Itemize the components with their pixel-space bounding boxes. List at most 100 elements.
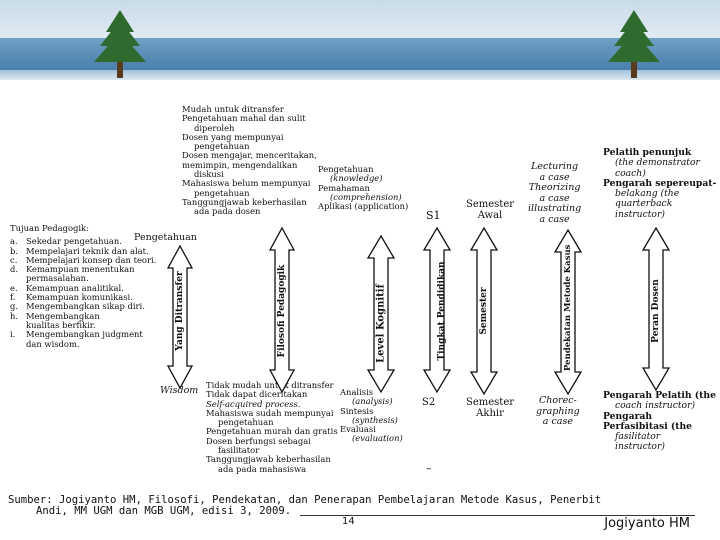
tujuan-item-text: Mempelajari teknik dan alat. (26, 245, 149, 256)
top-center-item: Mudah untuk ditransfer (182, 104, 284, 114)
top-center-item: diskusi (194, 169, 224, 180)
bloom-bottom-list: Analisis(analysis)Sintesis(synthesis)Eva… (340, 387, 403, 444)
semester-bottom-line: Semester (466, 397, 515, 408)
bloom-bottom-item: (analysis) (352, 396, 393, 407)
tujuan-pedagogik: Tujuan Pedagogik: a. Sekedar pengetahuan.… (10, 223, 156, 349)
case-top-line: a case (539, 213, 570, 225)
top-center-item: pengetahuan (194, 187, 250, 198)
label-wisdom: Wisdom (160, 385, 199, 396)
top-center-item: Tanggungjawab keberhasilan (182, 196, 307, 207)
tujuan-item: a. Sekedar pengetahuan. (10, 236, 156, 247)
bottom-center-item: ada pada mahasiswa (218, 463, 307, 474)
bottom-center-item: pengetahuan (218, 417, 274, 428)
tujuan-item: f. Kemampuan komunikasi. (10, 292, 156, 303)
bloom-bottom-item: Sintesis (340, 405, 374, 416)
semester-top-line: Semester (466, 199, 515, 210)
bloom-bottom-item: (synthesis) (352, 414, 398, 425)
bloom-top-item: Aplikasi (application) (318, 201, 409, 212)
case-bottom-line: Chorec- (538, 395, 577, 406)
semester-top-line: Awal (477, 210, 503, 221)
arrow-label-pendekatan-metode-kasus: Pendekatan Metode Kasus (563, 244, 573, 371)
arrow-label-level-kognitif: Level Kognitif (375, 284, 387, 363)
label-dash: – (426, 462, 432, 475)
tujuan-item-marker: a. (10, 236, 18, 247)
arrow-label-filosofi-pedagogik: Filosofi Pedagogik (277, 264, 287, 358)
bottom-center-item: Tanggungjawab keberhasilan (206, 454, 331, 465)
tujuan-item-line: Mengembangkan sikap diri. (26, 301, 145, 312)
label-s1: S1 (426, 209, 441, 222)
tujuan-item-line: Kemampuan analitikal. (26, 282, 124, 293)
role-top-line: coach) (615, 167, 646, 179)
tujuan-item-line: Mengembangkan (26, 310, 100, 321)
tujuan-item-text: Sekedar pengetahuan. (26, 236, 122, 246)
banner-ground (0, 70, 720, 80)
role-top-line: Pelatih penunjuk (603, 147, 692, 158)
role-bottom-line: coach instructor) (615, 400, 696, 412)
bloom-top-item: Pemahaman (318, 182, 370, 193)
header-banner (0, 0, 720, 80)
tujuan-item-line: Mengembangkan judgment (26, 329, 143, 340)
tujuan-item: b. Mempelajari teknik dan alat. (10, 245, 156, 256)
case-bottom-line: graphing (536, 405, 580, 417)
tujuan-item: e. Kemampuan analitikal. (10, 282, 156, 293)
role-top-line: belakang (the (615, 188, 680, 200)
role-bottom-line: Pengarah (603, 410, 653, 422)
tujuan-item-marker: h. (10, 310, 19, 321)
bottom-center-item: Pengetahuan murah dan gratis (206, 426, 338, 437)
bloom-bottom-item: Analisis (340, 387, 374, 397)
arrow-label-tingkat-pendidikan: Tingkat Pendidikan (437, 261, 447, 361)
tujuan-item-line: kualitas berfikir. (26, 319, 96, 330)
top-center-item: Mahasiswa belum mempunyai (182, 178, 311, 189)
tujuan-item: g.Mengembangkan sikap diri. (10, 301, 156, 312)
tujuan-item-marker: b. (10, 245, 19, 256)
role-top-line: quarterback (615, 198, 673, 210)
tujuan-item-marker: e. (10, 282, 18, 293)
tujuan-list: a. Sekedar pengetahuan. b. Mempelajari tekn… (10, 236, 156, 349)
top-center-item: pengetahuan (194, 141, 250, 152)
arrow-label-semester: Semester (479, 287, 489, 335)
source-citation-line2: Andi, MM UGM dan MGB UGM, edisi 3, 2009. (36, 505, 292, 517)
bottom-center-item: Tidak dapat diceritakan (206, 389, 308, 400)
arrow-label-yang-ditransfer: Yang Ditransfer (175, 271, 185, 351)
tujuan-item-marker: i. (10, 329, 16, 340)
role-bottom-line: instructor) (615, 441, 665, 453)
tujuan-item-line: Kemampuan komunikasi. (26, 292, 133, 303)
arrow-label-peran-dosen: Peran Dosen (651, 279, 661, 343)
role-bottom-line: Pengarah Pelatih (the (603, 390, 716, 401)
tujuan-item-text: Mempelajari konsep dan teori. (26, 255, 156, 265)
tujuan-item-marker: d. (10, 264, 19, 275)
tujuan-item-line: Kemampuan menentukan (26, 264, 135, 275)
tree-icon-right (608, 10, 660, 78)
bloom-bottom-item: Evaluasi (340, 424, 376, 435)
label-pengetahuan: Pengetahuan (134, 232, 197, 243)
tujuan-item-line: Mempelajari teknik dan alat. (26, 245, 149, 256)
case-top-line: Theorizing (528, 182, 581, 194)
bloom-top-item: (comprehension) (330, 191, 402, 202)
tujuan-item-line: permasalahan. (26, 273, 89, 284)
tujuan-item-text: Kemampuan analitikal. (26, 282, 124, 293)
top-center-item: Dosen yang mempunyai (182, 131, 284, 142)
bloom-bottom-item: (evaluation) (352, 433, 403, 444)
case-bottom-line: a case (542, 416, 573, 428)
case-top-line: Lecturing (531, 161, 579, 172)
tujuan-heading: Tujuan Pedagogik: (10, 223, 89, 233)
source-citation-line1: Sumber: Jogiyanto HM, Filosofi, Pendekat… (8, 494, 602, 506)
case-top-line: a case (539, 192, 570, 204)
tujuan-item: c.Mempelajari konsep dan teori. (10, 255, 156, 265)
top-center-item: ada pada dosen (194, 206, 261, 217)
footer-rule (300, 515, 695, 516)
page-number: 14 (342, 516, 355, 527)
tujuan-item-marker: f. (10, 292, 16, 303)
bloom-top-item: (knowledge) (330, 173, 383, 184)
top-center-item: Pengetahuan mahal dan sulit (182, 113, 306, 124)
